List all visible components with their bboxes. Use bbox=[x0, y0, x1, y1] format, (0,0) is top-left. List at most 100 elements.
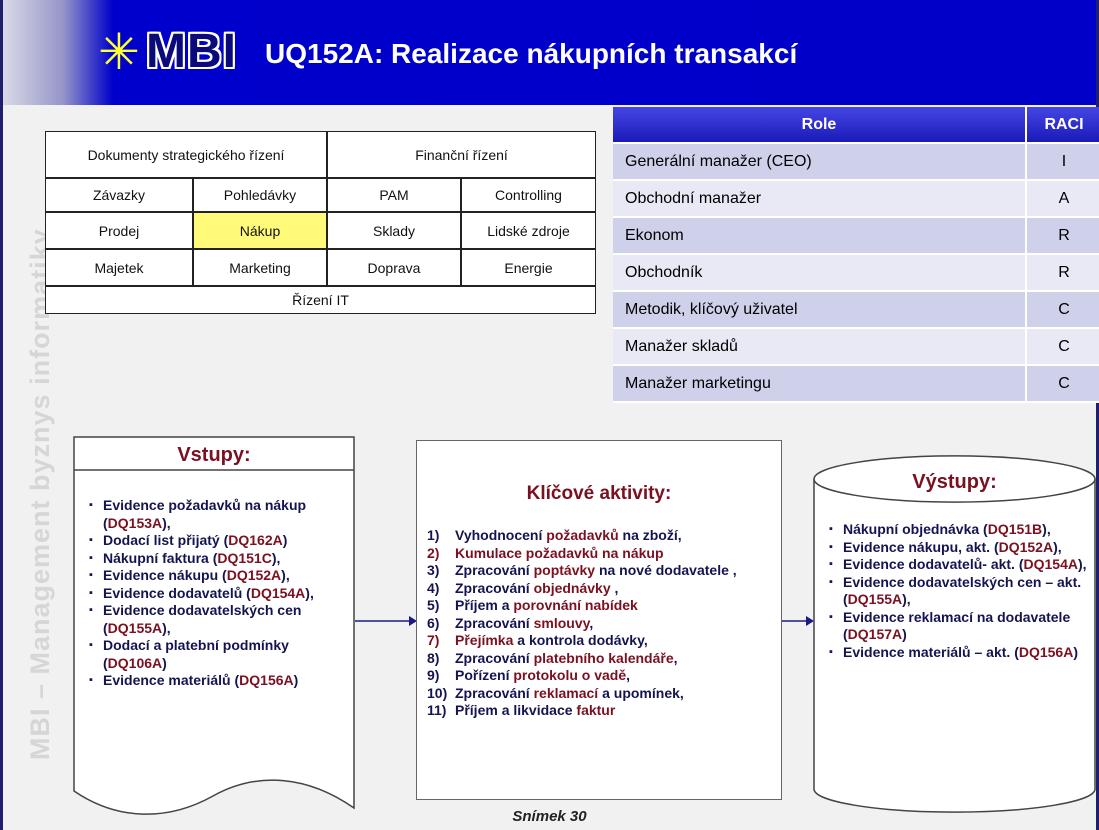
raci-table: Role RACI Generální manažer (CEO)I Obcho… bbox=[613, 107, 1099, 403]
activity-item: 3)Zpracování poptávky na nové dodavatele… bbox=[427, 562, 777, 580]
list-item: ▪Dodací a platební podmínky (DQ106A) bbox=[85, 637, 353, 672]
text-segment: , bbox=[673, 649, 678, 666]
bullet-icon: ▪ bbox=[829, 558, 833, 570]
raci-value: R bbox=[1027, 255, 1099, 292]
outputs-list: ▪Nákupní objednávka (DQ151B),▪Evidence n… bbox=[825, 521, 1093, 661]
module-grid: Dokumenty strategického řízení Finanční … bbox=[45, 131, 596, 314]
reference-code: faktur bbox=[576, 702, 616, 718]
text-segment: ) bbox=[902, 626, 907, 642]
reference-code: požadavků bbox=[546, 527, 619, 543]
text-segment: Evidence dodavatelských cen – akt. ( bbox=[843, 573, 1082, 608]
list-item: ▪Evidence materiálů – akt. (DQ156A) bbox=[825, 644, 1093, 662]
text-segment: ), bbox=[1042, 521, 1051, 537]
reference-code: Přejímka bbox=[455, 632, 514, 648]
activity-item: 2)Kumulace požadavků na nákup bbox=[427, 545, 777, 563]
sun-icon: ✳ bbox=[98, 24, 140, 80]
text-segment: Zpracování bbox=[455, 562, 534, 578]
activity-item: 11)Příjem a likvidace faktur bbox=[427, 702, 777, 720]
raci-row: Generální manažer (CEO)I bbox=[613, 144, 1099, 181]
module-cell: Marketing bbox=[193, 249, 327, 286]
list-item: ▪Evidence požadavků na nákup (DQ153A), bbox=[85, 497, 353, 532]
reference-code: DQ154A bbox=[1023, 556, 1078, 572]
reference-code: reklamací bbox=[533, 684, 599, 701]
reference-code: DQ156A bbox=[1018, 643, 1074, 660]
logo-text: MBI bbox=[146, 25, 237, 78]
activity-item: 5)Příjem a porovnání nabídek bbox=[427, 597, 777, 615]
activity-number: 8) bbox=[427, 649, 440, 666]
activity-number: 2) bbox=[427, 544, 440, 561]
reference-code: DQ155A bbox=[847, 591, 903, 607]
text-segment: Nákupní faktura ( bbox=[103, 549, 218, 566]
text-segment: ), bbox=[271, 549, 281, 566]
reference-code: DQ152A bbox=[998, 538, 1054, 555]
inputs-document-box: Vstupy: ▪Evidence požadavků na nákup (DQ… bbox=[73, 436, 355, 821]
raci-role: Metodik, klíčový uživatel bbox=[613, 292, 1027, 329]
reference-code: DQ155A bbox=[107, 619, 163, 636]
text-segment: a upomínek, bbox=[598, 684, 684, 701]
activity-item: 4)Zpracování objednávky , bbox=[427, 580, 777, 598]
cylinder-shape bbox=[813, 455, 1096, 813]
bullet-icon: ▪ bbox=[89, 534, 93, 546]
bullet-icon: ▪ bbox=[89, 604, 93, 616]
raci-role: Manažer skladů bbox=[613, 329, 1027, 366]
text-segment: Evidence reklamací na dodavatele ( bbox=[843, 608, 1071, 643]
text-segment: Příjem a bbox=[455, 597, 514, 613]
outputs-title: Výstupy: bbox=[912, 471, 997, 493]
text-segment: ), bbox=[902, 591, 911, 607]
activity-item: 10)Zpracování reklamací a upomínek, bbox=[427, 685, 777, 703]
text-segment: Vyhodnocení bbox=[455, 527, 547, 543]
activity-item: 1) Vyhodnocení požadavků na zboží, bbox=[427, 527, 777, 545]
text-segment: ) bbox=[162, 654, 167, 671]
arrow-icon bbox=[355, 616, 417, 626]
raci-role: Generální manažer (CEO) bbox=[613, 144, 1027, 181]
text-segment: Zpracování bbox=[455, 579, 534, 596]
activities-title: Klíčové aktivity: bbox=[526, 483, 672, 504]
activity-number: 1) bbox=[427, 527, 440, 543]
raci-header-row: Role RACI bbox=[613, 107, 1099, 144]
reference-code: DQ156A bbox=[239, 672, 294, 688]
text-segment: ), bbox=[1053, 538, 1062, 555]
activity-item: 8)Zpracování platebního kalendáře, bbox=[427, 650, 777, 668]
reference-code: protokolu o vadě bbox=[513, 667, 627, 683]
text-segment: Evidence dodavatelských cen ( bbox=[103, 602, 302, 636]
text-segment: ), bbox=[162, 619, 171, 636]
text-segment: ) bbox=[293, 672, 299, 688]
text-segment: Evidence dodavatelů ( bbox=[103, 584, 251, 601]
text-segment: na zboží, bbox=[618, 527, 682, 543]
module-cell: Pohledávky bbox=[193, 178, 327, 212]
module-cell: Lidské zdroje bbox=[461, 212, 596, 249]
raci-header-role: Role bbox=[613, 107, 1027, 144]
text-segment: Evidence materiálů ( bbox=[103, 672, 240, 688]
text-segment: a kontrola dodávky, bbox=[513, 632, 648, 648]
bullet-icon: ▪ bbox=[89, 569, 93, 581]
module-cell: Sklady bbox=[327, 212, 461, 249]
slide-title: UQ152A: Realizace nákupních transakcí bbox=[265, 38, 798, 69]
list-item: ▪ Evidence dodavatelských cen (DQ155A), bbox=[85, 602, 353, 637]
module-cell: Závazky bbox=[45, 178, 193, 212]
bullet-icon: ▪ bbox=[829, 645, 833, 658]
list-item: ▪Evidence dodavatelských cen – akt. (DQ1… bbox=[825, 574, 1093, 609]
mbi-logo: ✳ MBI bbox=[98, 25, 246, 79]
list-item: ▪Evidence dodavatelů- akt. (DQ154A), bbox=[825, 556, 1093, 574]
module-cell: Prodej bbox=[45, 212, 193, 249]
reference-code: DQ154A bbox=[250, 584, 306, 601]
activity-number: 3) bbox=[427, 562, 440, 578]
reference-code: DQ153A bbox=[107, 514, 163, 531]
module-cell: PAM bbox=[327, 178, 461, 212]
reference-code: platebního kalendáře bbox=[533, 649, 674, 666]
reference-code: smlouvy bbox=[533, 614, 590, 631]
text-segment: Dodací list přijatý ( bbox=[103, 532, 229, 548]
text-segment: ), bbox=[1077, 556, 1087, 572]
raci-value: C bbox=[1027, 292, 1099, 329]
raci-role: Manažer marketingu bbox=[613, 366, 1027, 403]
text-segment: Příjem a likvidace bbox=[455, 702, 577, 718]
activity-item: 7)Přejímka a kontrola dodávky, bbox=[427, 632, 777, 650]
bullet-icon: ▪ bbox=[89, 674, 93, 686]
outputs-cylinder-box: Výstupy: ▪Nákupní objednávka (DQ151B),▪E… bbox=[813, 455, 1096, 815]
reference-code: DQ151C bbox=[217, 549, 272, 566]
list-item: ▪Dodací list přijatý (DQ162A) bbox=[85, 532, 353, 550]
